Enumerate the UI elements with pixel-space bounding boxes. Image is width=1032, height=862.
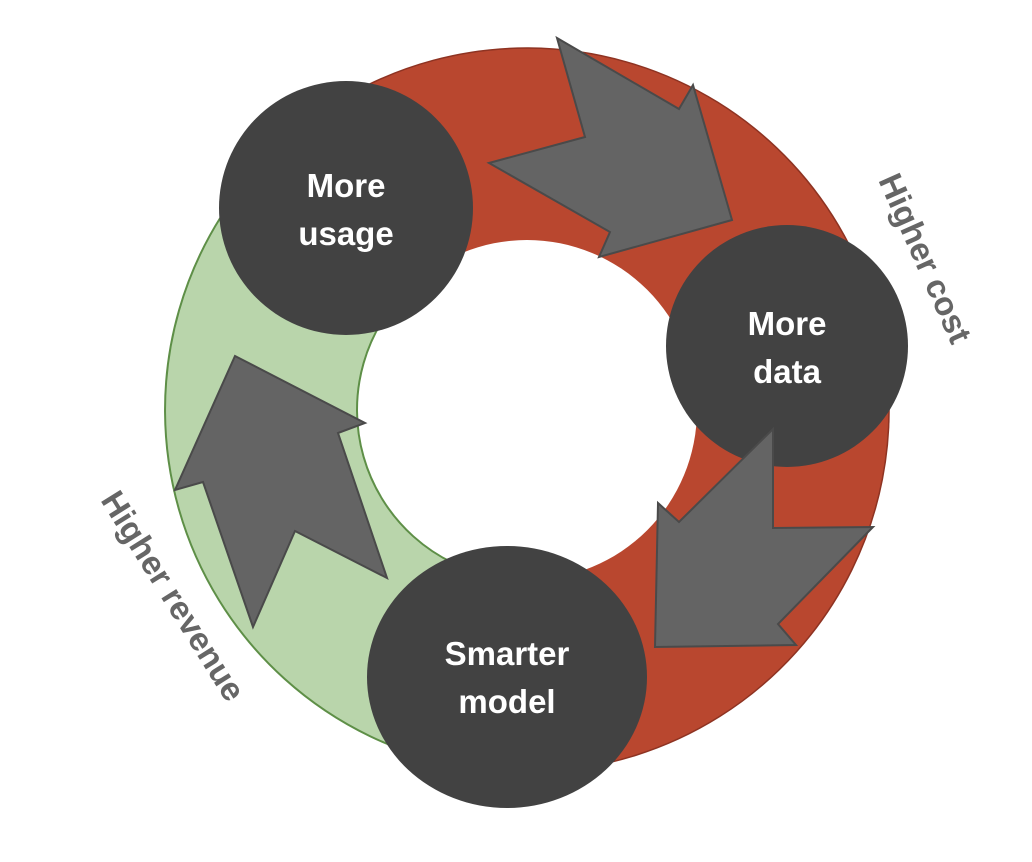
node-smarter-model-line2: model	[458, 683, 555, 720]
arrow-data-to-model-icon	[653, 426, 876, 649]
arrow-model-to-usage-icon	[173, 354, 389, 630]
node-more-usage-line1: More	[307, 167, 386, 204]
node-more-usage-line2: usage	[298, 215, 393, 252]
node-smarter-model: Smarter model	[367, 546, 647, 808]
node-more-data: More data	[666, 225, 908, 467]
node-more-usage: More usage	[219, 81, 473, 335]
arrow-usage-to-data-icon	[486, 35, 734, 259]
node-more-data-line1: More	[748, 305, 827, 342]
node-more-data-line2: data	[753, 353, 822, 390]
node-smarter-model-line1: Smarter	[445, 635, 570, 672]
